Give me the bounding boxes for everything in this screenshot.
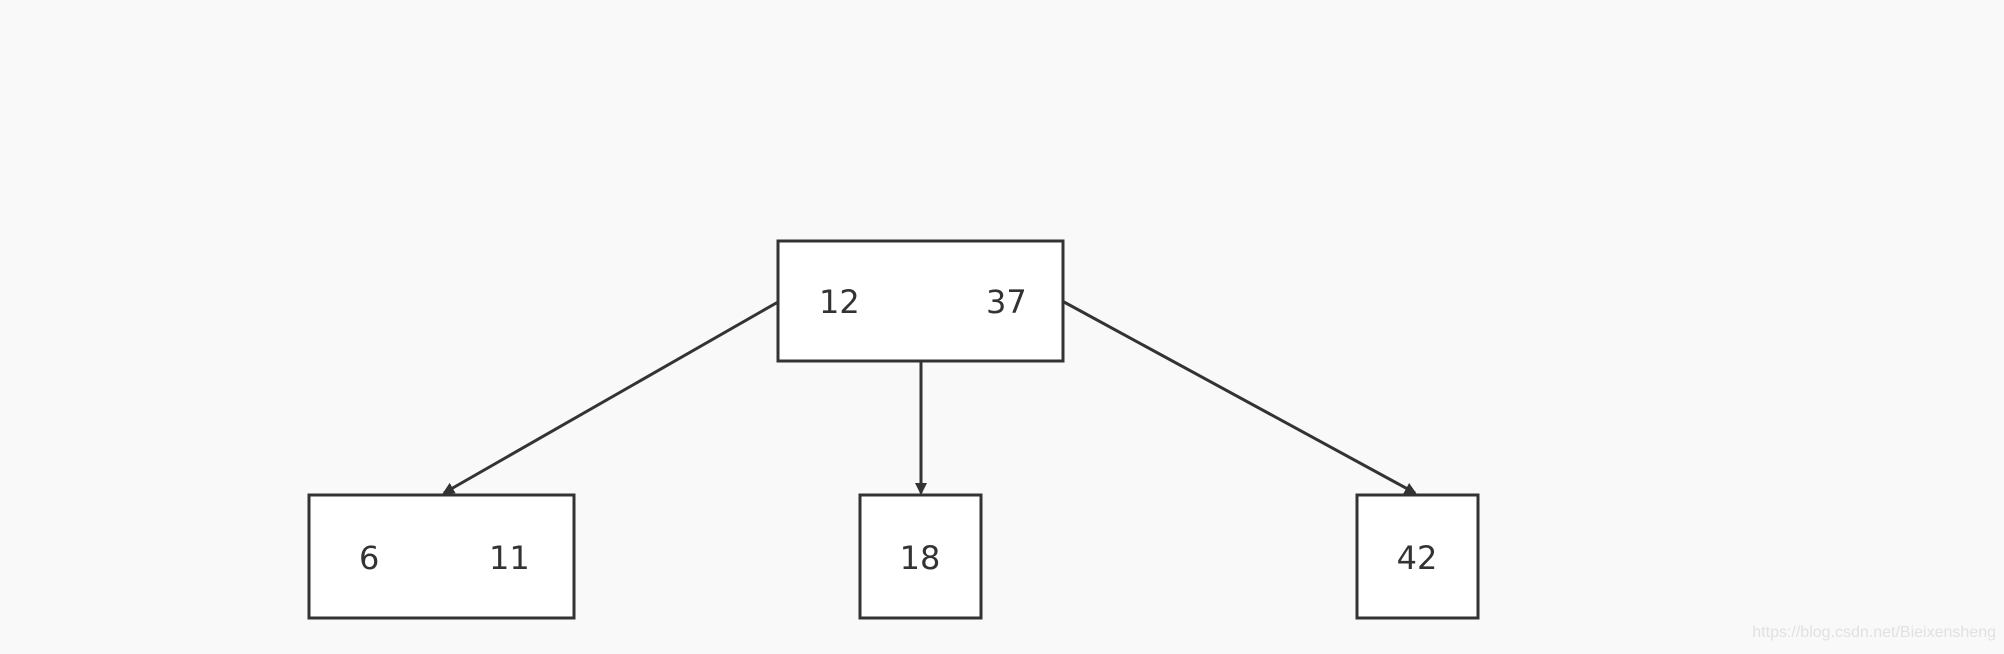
middle-child-node: 18 — [858, 493, 983, 620]
edge-root-to-right-child — [1063, 300, 1417, 495]
left-child-key-1: 6 — [359, 539, 379, 577]
root-key-1: 12 — [819, 283, 860, 321]
root-node: 12 37 — [776, 239, 1065, 363]
edge-root-to-left-child — [442, 300, 779, 495]
left-child-node: 6 11 — [307, 493, 576, 620]
left-child-key-2: 11 — [489, 539, 530, 577]
root-key-2: 37 — [986, 283, 1027, 321]
middle-child-key-1: 18 — [900, 539, 941, 577]
right-child-node: 42 — [1355, 493, 1480, 620]
right-child-key-1: 42 — [1397, 539, 1438, 577]
watermark-text: https://blog.csdn.net/Bieixensheng — [1752, 624, 1996, 641]
